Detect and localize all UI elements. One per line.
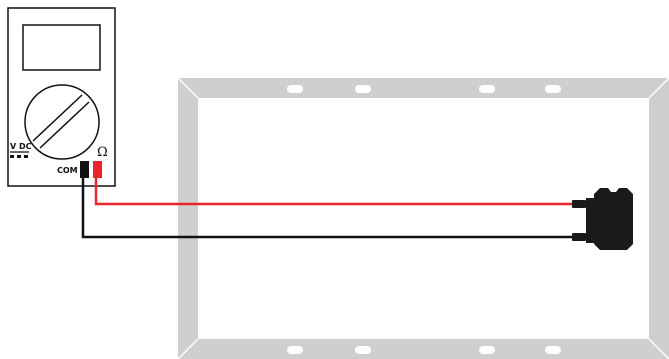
- frame-slot-top-1: [287, 85, 303, 93]
- positive-test-lead: [94, 176, 572, 206]
- frame-slot-bottom-3: [479, 346, 495, 354]
- ohm-jack[interactable]: [93, 161, 102, 178]
- ohm-label: Ω: [97, 145, 108, 160]
- panel-frame: [177, 77, 669, 359]
- dial-pointer-line-2: [39, 101, 90, 149]
- com-label: COM: [57, 166, 78, 175]
- pin-positive: [572, 200, 586, 208]
- multimeter-dial[interactable]: [24, 84, 100, 160]
- bevel-tl: [177, 77, 199, 99]
- frame-slot-bottom-1: [287, 346, 303, 354]
- frame-inner-cutout: [198, 98, 649, 339]
- pin-negative: [572, 233, 586, 241]
- dc-symbol-dash-1: [10, 155, 14, 158]
- frame-slot-bottom-4: [545, 346, 561, 354]
- bevel-tr: [648, 77, 669, 99]
- bevel-br: [648, 338, 669, 359]
- frame-slot-bottom-2: [355, 346, 371, 354]
- dial-pointer-line-1: [32, 94, 83, 142]
- dc-symbol-dash-3: [24, 155, 28, 158]
- com-jack[interactable]: [80, 161, 89, 178]
- frame-slot-top-4: [545, 85, 561, 93]
- dc-symbol-dash-2: [17, 155, 21, 158]
- bevel-bl: [177, 338, 199, 359]
- frame-slot-top-3: [479, 85, 495, 93]
- frame-slot-top-2: [355, 85, 371, 93]
- negative-test-lead: [81, 176, 572, 239]
- multimeter-display: [22, 24, 101, 71]
- connector-body: [586, 188, 633, 250]
- connector: [572, 188, 633, 250]
- multimeter: V DC COM Ω: [7, 7, 116, 187]
- range-label-vdc: V DC: [10, 142, 32, 151]
